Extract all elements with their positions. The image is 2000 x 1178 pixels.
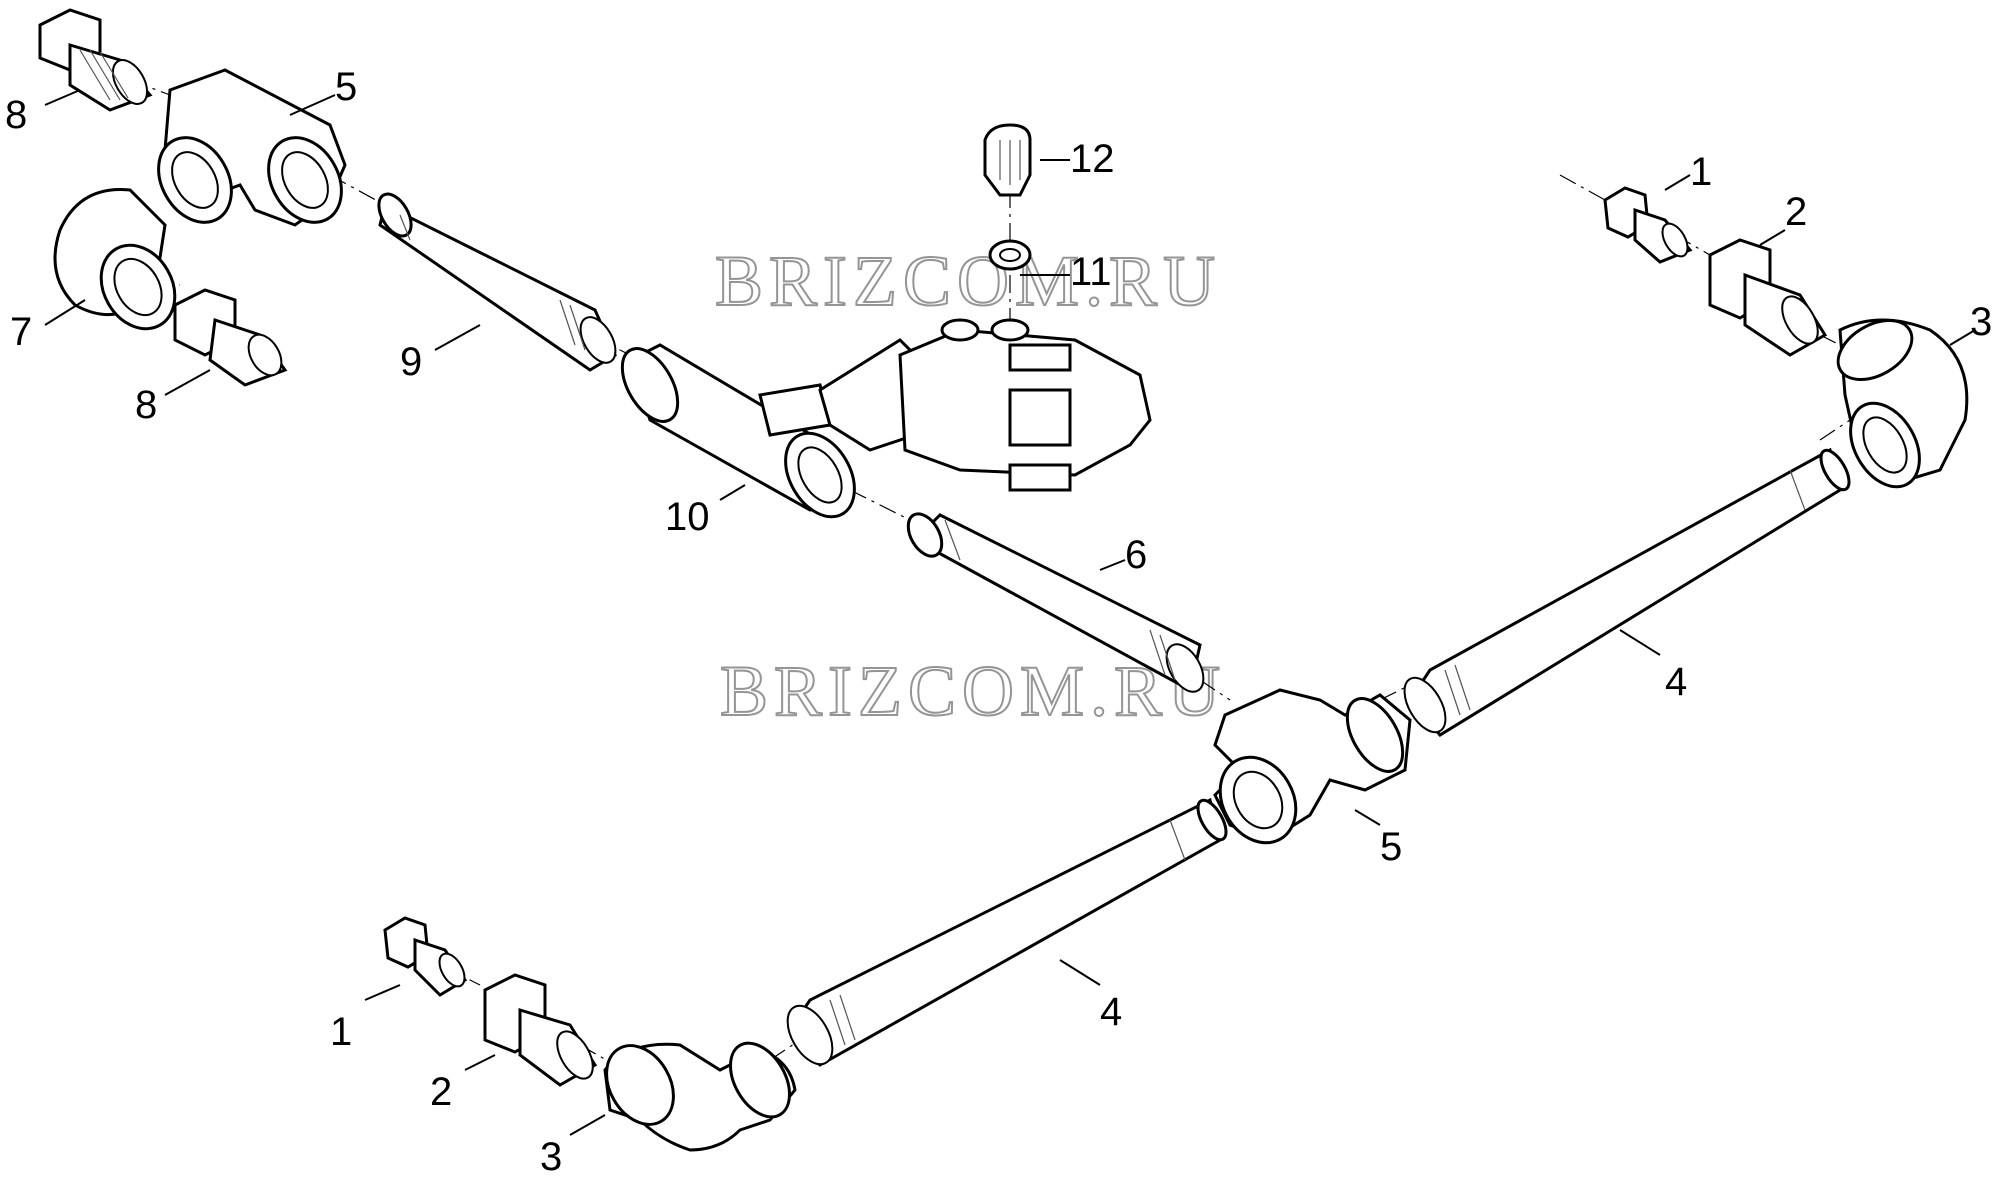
- label-part-5-lower: 5: [1380, 825, 1402, 869]
- part-2-bushing-lower: [483, 973, 598, 1087]
- label-part-1-right: 1: [1690, 150, 1712, 194]
- label-part-12: 12: [1070, 137, 1115, 181]
- label-part-7: 7: [10, 310, 32, 354]
- part-1-nipple-lower: [383, 916, 468, 997]
- part-12-cap: [983, 123, 1032, 197]
- label-part-4-lower: 4: [1100, 990, 1122, 1034]
- part-4-pipe-lower: [786, 797, 1228, 1067]
- part-8-nipple-top: [38, 8, 153, 112]
- part-9-pipe: [377, 192, 617, 372]
- watermark-top: BRIZCOM.RU: [715, 241, 1221, 321]
- part-2-bushing-right: [1708, 238, 1828, 357]
- part-3-elbow-lower: [603, 1041, 797, 1152]
- part-labels: 8 5 7 8 9 12 11 10 6 1 2 3 4 5 4 1 2 3: [5, 65, 1992, 1178]
- label-part-3-lower: 3: [540, 1135, 562, 1178]
- watermark-bottom: BRIZCOM.RU: [720, 651, 1226, 731]
- label-part-11: 11: [1070, 250, 1112, 294]
- label-part-2-lower: 2: [430, 1070, 452, 1114]
- label-part-8-lower: 8: [135, 383, 157, 427]
- part-11-washer: [988, 239, 1032, 271]
- label-part-3-right: 3: [1970, 300, 1992, 344]
- part-8-nipple-lower: [173, 288, 288, 387]
- part-5-tee-top: [157, 68, 347, 227]
- part-3-elbow-right: [1836, 318, 1969, 489]
- label-part-9: 9: [400, 340, 422, 384]
- part-6-pipe: [906, 512, 1205, 693]
- label-part-8-top: 8: [5, 93, 27, 137]
- label-part-2-right: 2: [1785, 190, 1807, 234]
- label-part-4-upper: 4: [1665, 660, 1687, 704]
- part-1-nipple-right: [1603, 186, 1693, 264]
- label-part-5-top: 5: [335, 65, 357, 109]
- part-4-pipe-upper: [1403, 447, 1851, 737]
- leader-lines: [44, 89, 1976, 1136]
- part-5-tee-lower: [1213, 688, 1412, 845]
- label-part-1-lower: 1: [330, 1010, 352, 1054]
- part-10-regulator-tee: [620, 318, 1152, 519]
- part-7-elbow: [53, 188, 177, 331]
- label-part-6: 6: [1125, 533, 1147, 577]
- label-part-10: 10: [665, 495, 710, 539]
